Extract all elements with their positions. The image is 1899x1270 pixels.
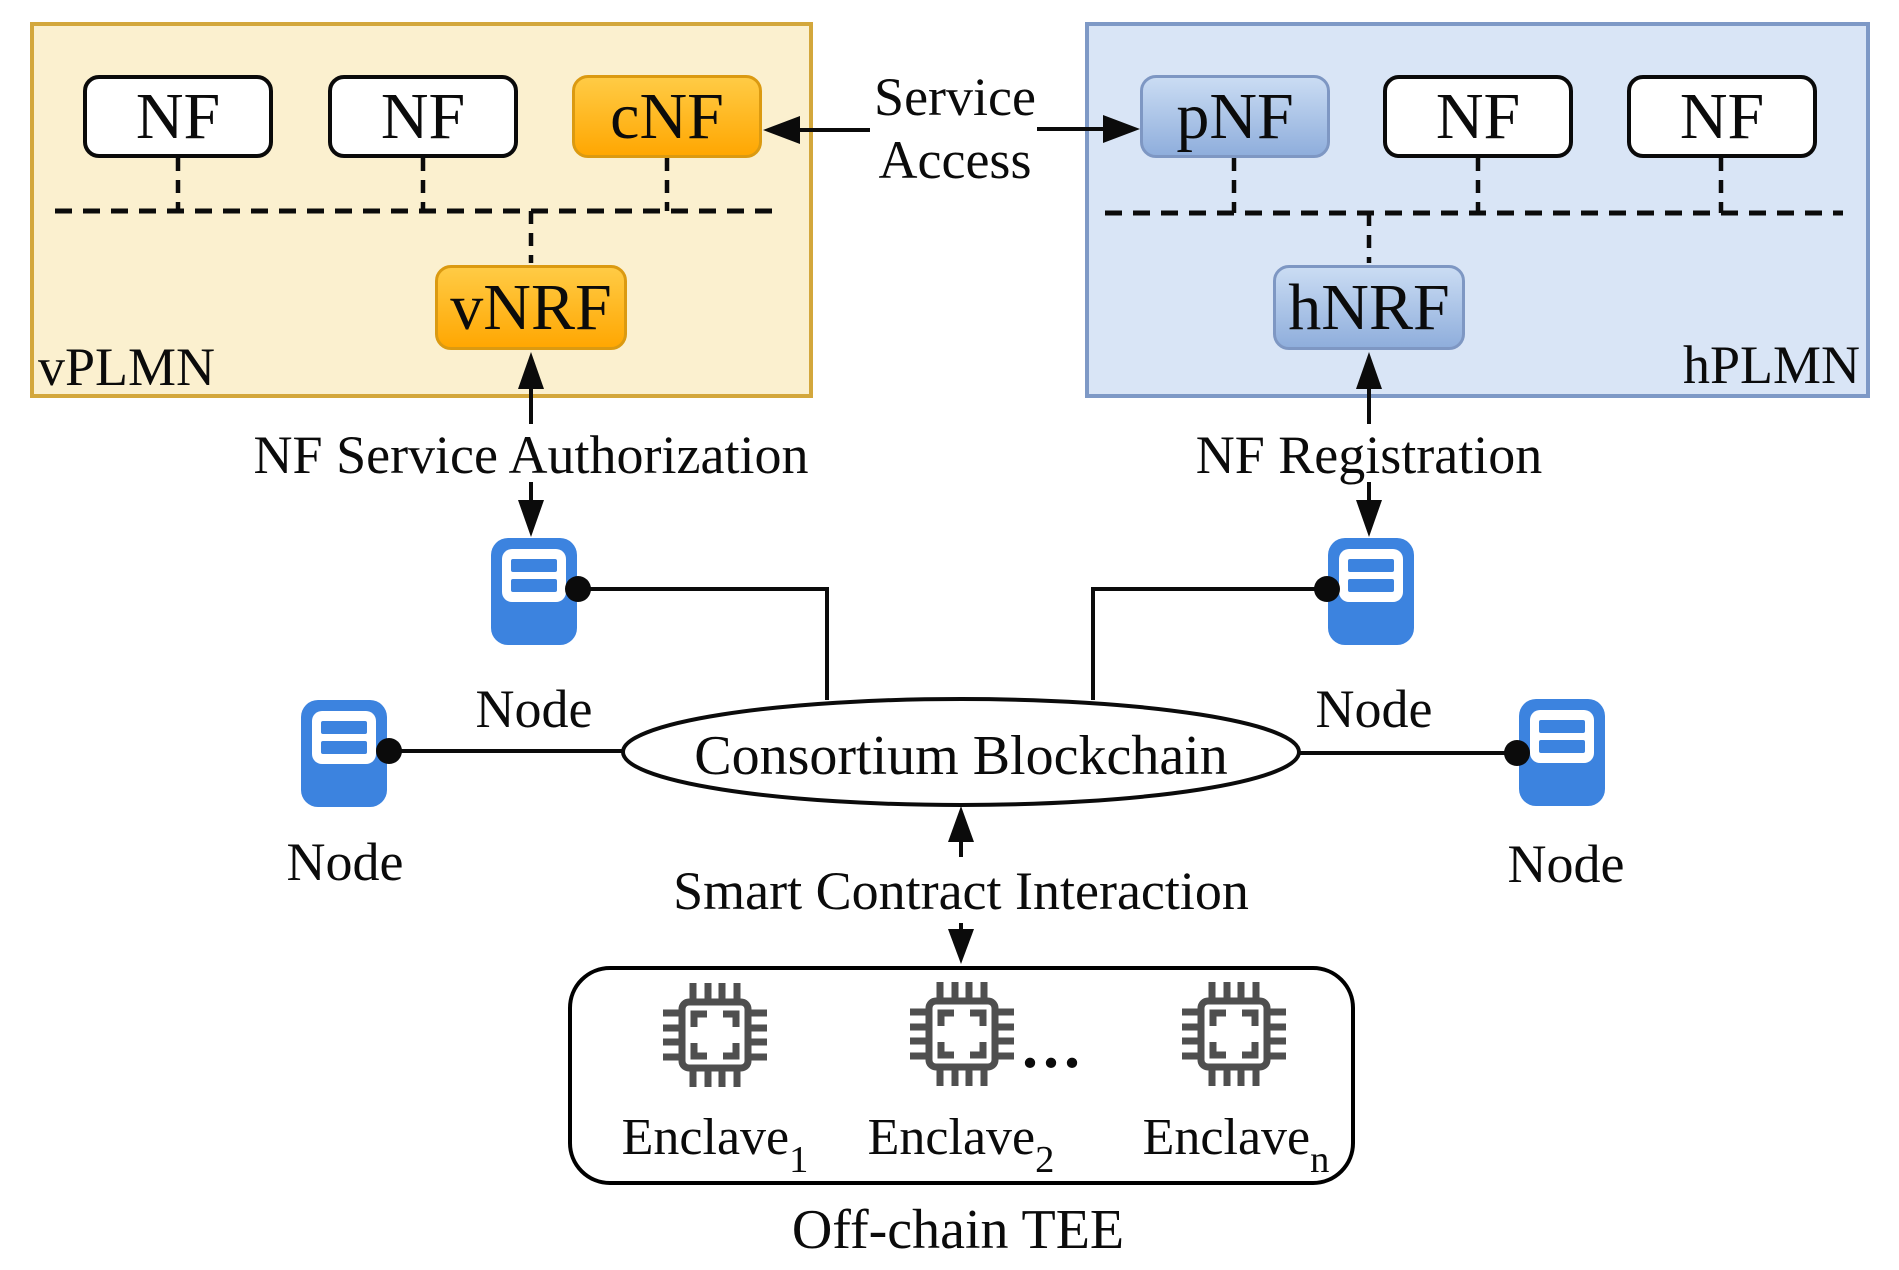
nf-label: NF: [1679, 79, 1765, 153]
nf-service-authorization-label: NF Service Authorization: [253, 425, 809, 485]
node-label: Node: [1315, 679, 1433, 739]
smart-contract-interaction-label: Smart Contract Interaction: [673, 861, 1249, 921]
service-access-line2: Access: [878, 129, 1032, 190]
nf-label: NF: [380, 79, 466, 153]
vnrf-label: vNRF: [450, 270, 612, 344]
enclave-sub: n: [1310, 1139, 1330, 1182]
enclave-2-label: Enclave2: [831, 1109, 1091, 1180]
cnf-label: cNF: [610, 79, 724, 153]
nf-label: NF: [1435, 79, 1521, 153]
node-screen: [312, 711, 376, 764]
enclave-base: Enclave: [621, 1109, 790, 1166]
vnrf-box: vNRF: [435, 265, 627, 350]
enclave-base: Enclave: [867, 1109, 1036, 1166]
pnf-label: pNF: [1176, 79, 1294, 153]
hplmn-label: hPLMN: [1682, 335, 1860, 395]
node-label: Node: [1507, 834, 1625, 894]
vplmn-nf-box-1: NF: [83, 75, 273, 158]
hplmn-nf-box-2: NF: [1627, 75, 1817, 158]
service-access-label: Service Access: [800, 66, 1110, 191]
hnrf-box: hNRF: [1273, 265, 1465, 350]
node-screen: [1339, 549, 1403, 602]
vplmn-label: vPLMN: [38, 337, 216, 397]
hplmn-nf-box-1: NF: [1383, 75, 1573, 158]
blockchain-node-icon: [301, 700, 387, 807]
vplmn-nf-box-2: NF: [328, 75, 518, 158]
vplmn-cnf-box: cNF: [572, 75, 762, 158]
hnrf-label: hNRF: [1288, 270, 1450, 344]
node-label: Node: [475, 679, 593, 739]
enclave-sub: 2: [1035, 1139, 1055, 1182]
enclave-sub: 1: [789, 1139, 809, 1182]
blockchain-node-icon: [1519, 699, 1605, 806]
node-screen: [1530, 710, 1594, 763]
blockchain-node-icon: [491, 538, 577, 645]
consortium-blockchain-label: Consortium Blockchain: [694, 725, 1228, 787]
node-screen: [502, 549, 566, 602]
enclave-n-label: Enclaven: [1106, 1109, 1366, 1180]
service-access-line1: Service: [874, 67, 1036, 127]
node-label: Node: [286, 832, 404, 892]
nf-label: NF: [135, 79, 221, 153]
hplmn-pnf-box: pNF: [1140, 75, 1330, 158]
enclave-base: Enclave: [1142, 1109, 1311, 1166]
nf-registration-label: NF Registration: [1195, 425, 1543, 485]
blockchain-node-icon: [1328, 538, 1414, 645]
offchain-tee-label: Off-chain TEE: [791, 1199, 1125, 1261]
enclave-1-label: Enclave1: [585, 1109, 845, 1180]
